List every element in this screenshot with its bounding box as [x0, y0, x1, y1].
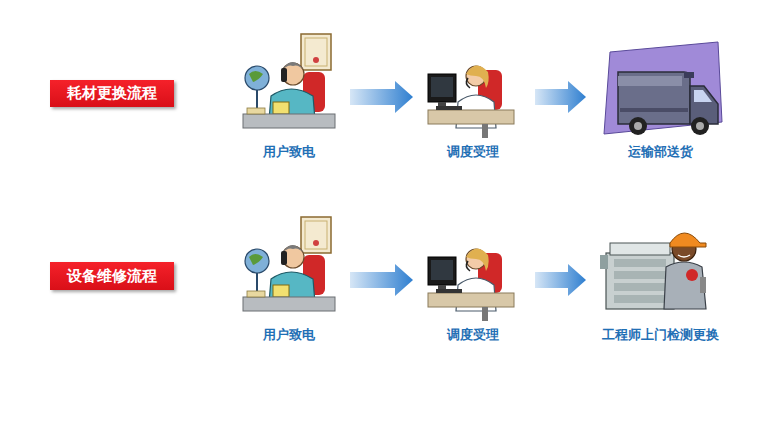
process-step: 调度受理: [425, 28, 520, 160]
process-step: 运输部送货: [598, 28, 722, 160]
step-caption: 调度受理: [447, 327, 499, 343]
flow-title: 耗材更换流程: [67, 84, 157, 103]
flow-arrow: [535, 264, 586, 296]
step-caption: 调度受理: [447, 144, 499, 160]
flow-arrow: [350, 264, 413, 296]
process-step: 工程师上门检测更换: [598, 211, 722, 343]
step-caption: 用户致电: [263, 327, 315, 343]
step-caption: 用户致电: [263, 144, 315, 160]
engineer-illustration: [600, 233, 706, 309]
process-label-box: 设备维修流程: [50, 262, 174, 290]
dispatcher-illustration: [428, 248, 514, 321]
caller-illustration: [243, 34, 335, 128]
truck-illustration: [604, 42, 722, 135]
step-caption: 运输部送货: [628, 144, 693, 160]
process-step: 用户致电: [243, 28, 335, 160]
flow-arrow: [350, 81, 413, 113]
caller-illustration: [243, 217, 335, 311]
flow-arrow: [535, 81, 586, 113]
step-caption: 工程师上门检测更换: [602, 327, 719, 343]
process-step: 调度受理: [425, 211, 520, 343]
flow-title: 设备维修流程: [67, 267, 157, 286]
dispatcher-illustration: [428, 65, 514, 138]
process-step: 用户致电: [243, 211, 335, 343]
process-label-box: 耗材更换流程: [50, 80, 174, 107]
